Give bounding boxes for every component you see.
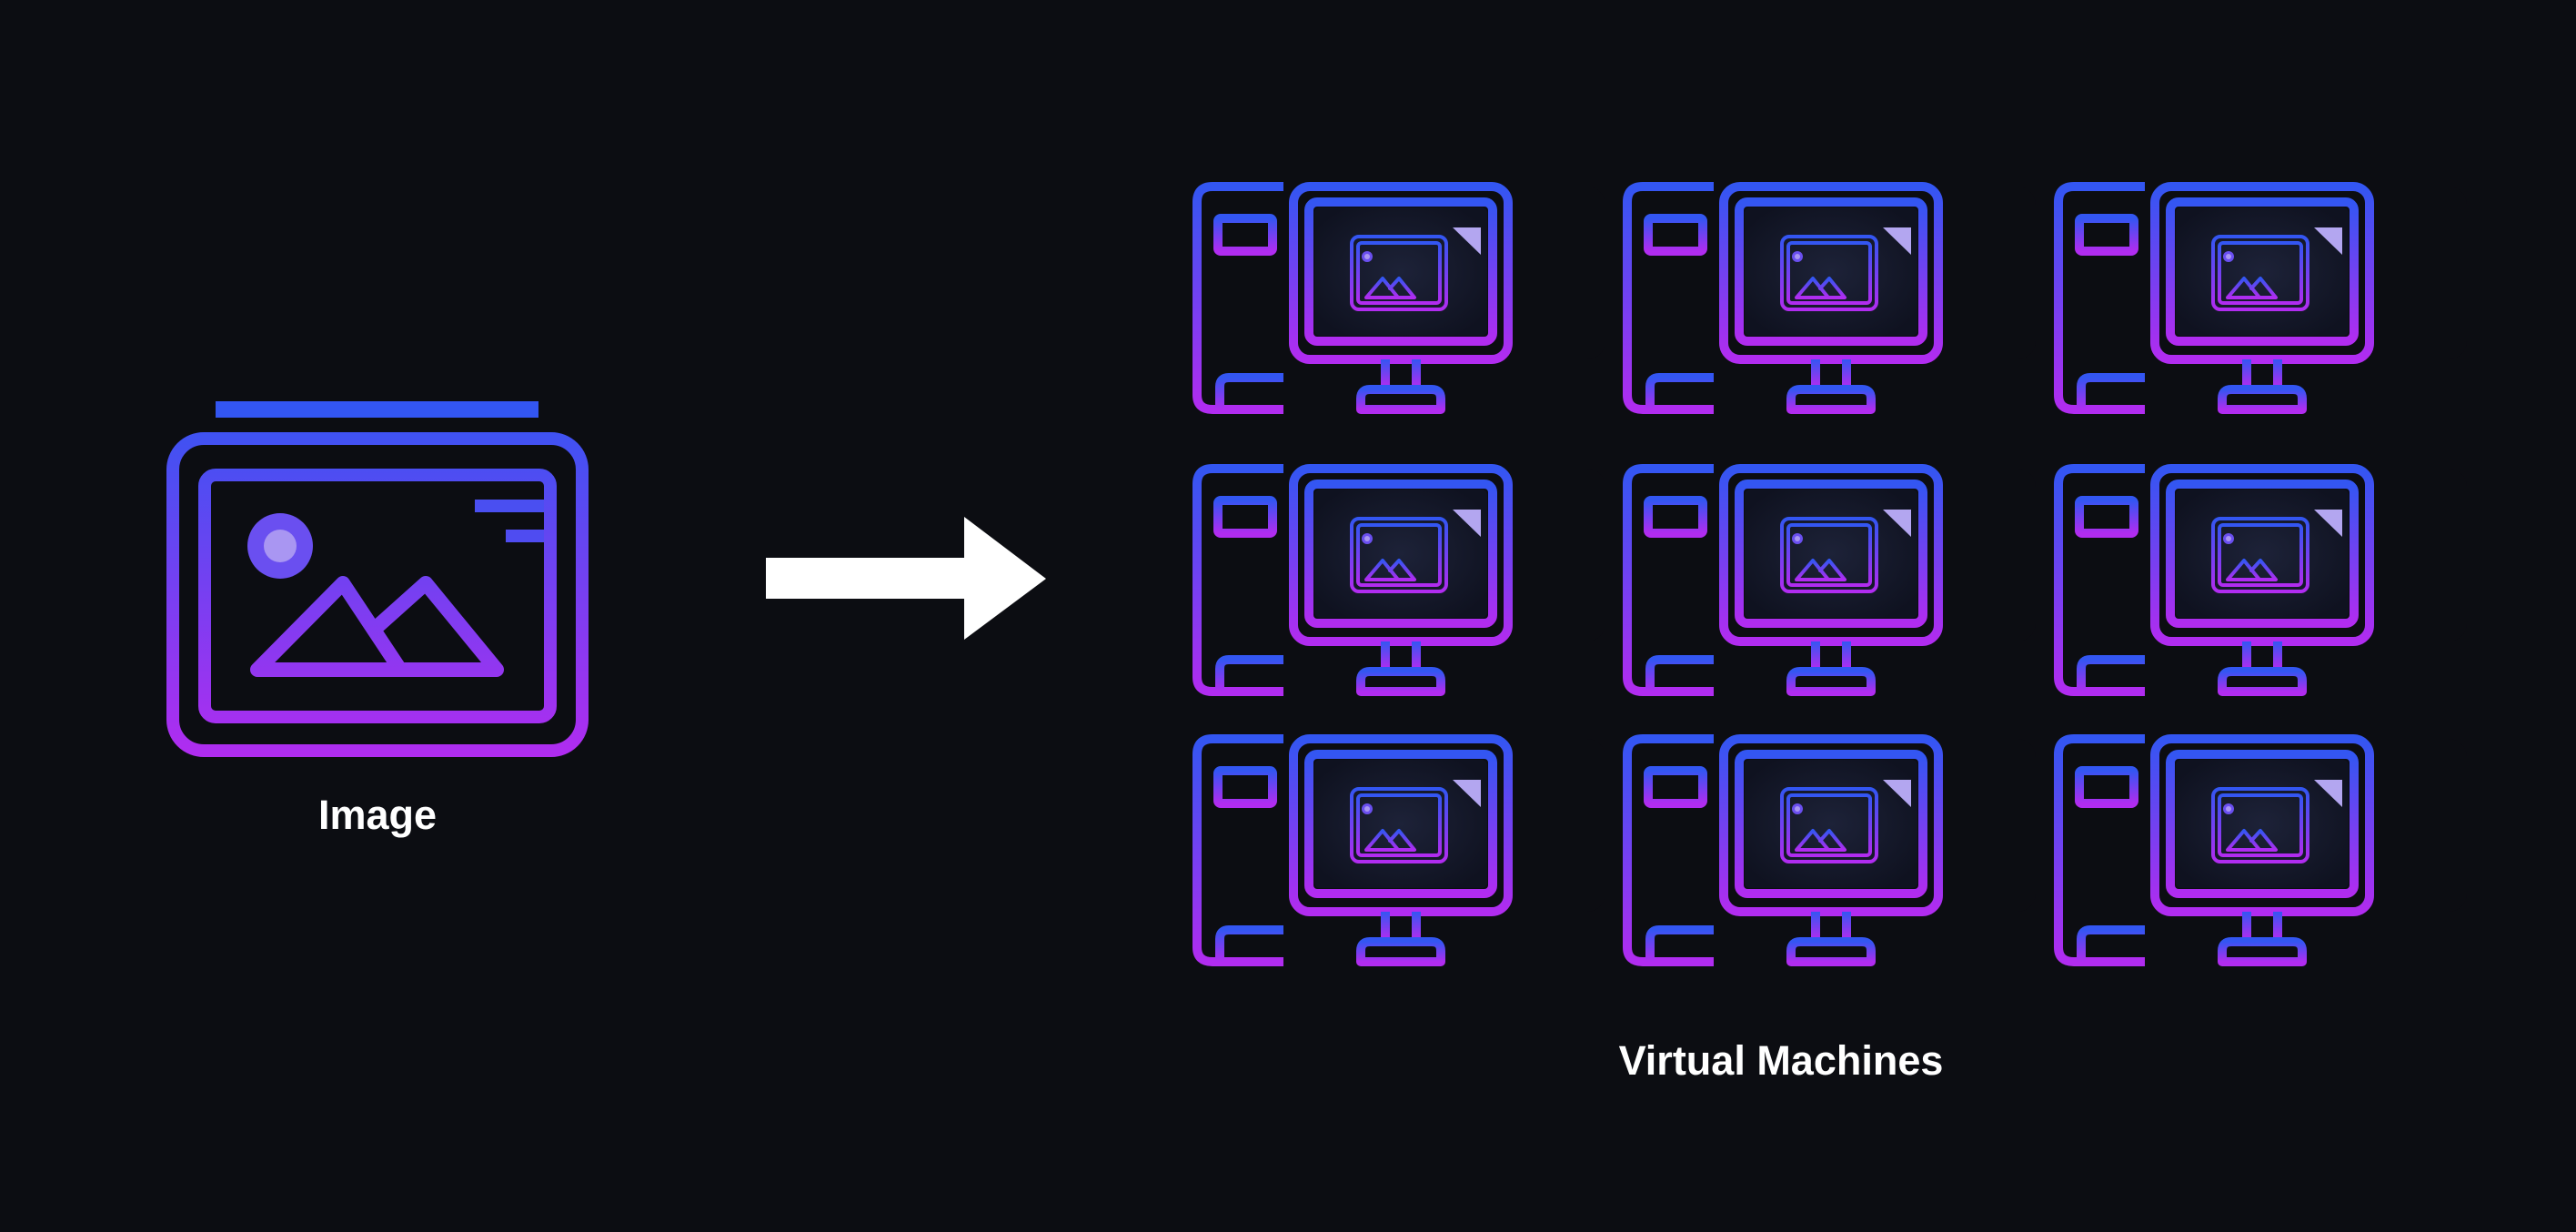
image-icon-top-bar xyxy=(216,401,538,418)
image-icon xyxy=(166,401,589,757)
arrow-right-icon xyxy=(766,517,1046,640)
virtual-machine-icon xyxy=(1197,469,1605,692)
image-icon-inner-frame xyxy=(198,469,557,723)
virtual-machine-icon xyxy=(2058,739,2467,962)
virtual-machines-label: Virtual Machines xyxy=(1618,1037,1944,1084)
virtual-machine-grid xyxy=(1197,187,2467,962)
image-icon-line-top xyxy=(475,500,544,512)
image-icon-sun xyxy=(247,513,313,579)
virtual-machine-icon xyxy=(2058,187,2467,409)
image-icon-outer-frame xyxy=(166,432,589,757)
virtual-machine-icon xyxy=(1197,187,1605,409)
virtual-machine-icon xyxy=(1627,739,2036,962)
image-icon-mountains xyxy=(250,576,504,677)
virtual-machine-icon xyxy=(2058,469,2467,692)
image-icon-line-bottom xyxy=(506,530,544,542)
virtual-machine-icon xyxy=(1627,187,2036,409)
image-label: Image xyxy=(317,792,438,838)
virtual-machine-icon xyxy=(1197,739,1605,962)
virtual-machine-icon xyxy=(1627,469,2036,692)
